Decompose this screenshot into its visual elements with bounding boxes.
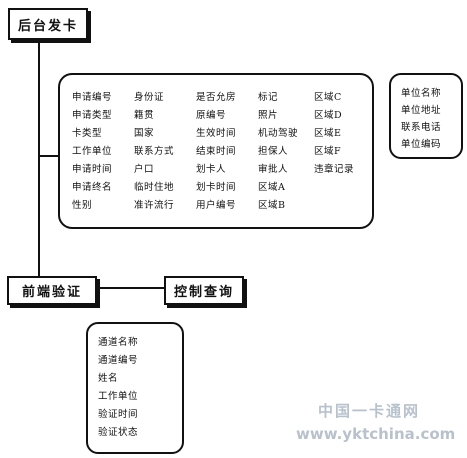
horizontal-connector	[94, 287, 164, 289]
control-query-label: 控制查询	[173, 285, 234, 300]
field-col1-2: 卡类型	[72, 128, 103, 139]
card-fields-panel: 申请编号 申请类型 卡类型 工作单位 申请时间 申请终名 性别 身份证 籍贯 国…	[58, 73, 374, 229]
control-query-box: 控制查询	[164, 276, 244, 305]
field-col5-1: 区域D	[314, 110, 343, 121]
verify-field-1: 通道编号	[98, 355, 139, 366]
branch-connector	[40, 155, 58, 157]
field-col2-1: 籍贯	[134, 110, 155, 121]
field-col5-4: 违章记录	[314, 164, 355, 175]
field-col3-6: 用户编号	[196, 200, 237, 211]
field-col2-3: 联系方式	[134, 146, 175, 157]
field-col5-2: 区域E	[314, 128, 342, 139]
field-col1-0: 申请编号	[72, 92, 113, 103]
frontend-verify-label: 前端验证	[21, 285, 82, 300]
field-col1-3: 工作单位	[72, 146, 113, 157]
field-col3-2: 生效时间	[196, 128, 237, 139]
watermark-url: www.yktchina.com	[296, 425, 456, 443]
field-col5-0: 区域C	[314, 92, 342, 103]
field-col2-6: 准许流行	[134, 200, 175, 211]
field-col4-3: 担保人	[258, 146, 289, 157]
unit-field-1: 单位地址	[401, 105, 442, 116]
verify-field-5: 验证状态	[98, 427, 139, 438]
field-col1-1: 申请类型	[72, 110, 113, 121]
field-col2-5: 临时住地	[134, 182, 175, 193]
field-col3-3: 结束时间	[196, 146, 237, 157]
unit-field-3: 单位编码	[401, 139, 442, 150]
field-col4-5: 区域A	[258, 182, 286, 193]
unit-fields-panel: 单位名称 单位地址 联系电话 单位编码	[389, 73, 463, 159]
field-col1-5: 申请终名	[72, 182, 113, 193]
field-col3-0: 是否允房	[196, 92, 237, 103]
field-col4-0: 标记	[258, 92, 279, 103]
verify-fields-panel: 通道名称 通道编号 姓名 工作单位 验证时间 验证状态	[86, 322, 184, 454]
unit-field-2: 联系电话	[401, 122, 442, 133]
frontend-verify-box: 前端验证	[7, 276, 97, 305]
field-col4-4: 审批人	[258, 164, 289, 175]
unit-field-0: 单位名称	[401, 88, 442, 99]
field-col2-2: 国家	[134, 128, 155, 139]
field-col3-1: 原编号	[196, 110, 227, 121]
field-col4-1: 照片	[258, 110, 279, 121]
watermark-cn: 中国一卡通网	[318, 402, 421, 420]
verify-field-3: 工作单位	[98, 391, 139, 402]
field-col4-6: 区域B	[258, 200, 286, 211]
backend-issue-box: 后台发卡	[8, 8, 88, 40]
field-col2-0: 身份证	[134, 92, 165, 103]
field-col3-5: 划卡时间	[196, 182, 237, 193]
backend-issue-label: 后台发卡	[17, 18, 78, 34]
field-col4-2: 机动驾驶	[258, 128, 299, 139]
verify-field-4: 验证时间	[98, 409, 139, 420]
vertical-connector	[38, 38, 40, 276]
field-col1-4: 申请时间	[72, 164, 113, 175]
field-col3-4: 划卡人	[196, 164, 227, 175]
field-col2-4: 户口	[134, 164, 155, 175]
field-col1-6: 性别	[72, 200, 93, 211]
verify-field-0: 通道名称	[98, 337, 139, 348]
field-col5-3: 区域F	[314, 146, 342, 157]
verify-field-2: 姓名	[98, 373, 119, 384]
